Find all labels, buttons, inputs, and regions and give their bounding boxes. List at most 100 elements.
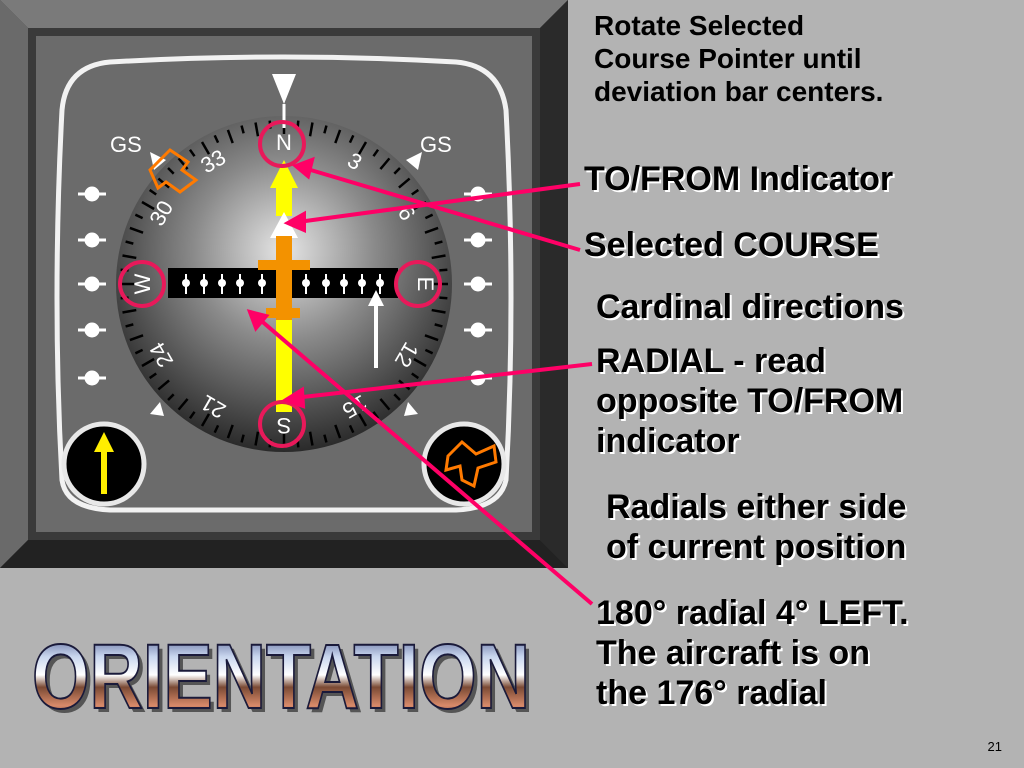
note-conclusion: 180° radial 4° LEFT. The aircraft is on … [596, 594, 909, 713]
highlight-ring-w [118, 260, 166, 308]
compass-tick [213, 424, 220, 434]
highlight-ring-e [394, 260, 442, 308]
compass-tick [379, 398, 391, 411]
compass-tick [372, 411, 380, 420]
compass-tick [379, 157, 391, 170]
gs-marker-right [406, 152, 422, 170]
wordart-text: ORIENTATION [32, 626, 530, 728]
compass-tick [323, 434, 328, 443]
compass-tick [398, 177, 411, 189]
compass-tick [226, 424, 234, 439]
course-pointer-head [270, 160, 298, 188]
note-conclusion-line-2: The aircraft is on [596, 633, 870, 672]
compass-tick [254, 122, 260, 137]
compass-tick [323, 125, 328, 134]
compass-tick [129, 334, 144, 342]
compass-tick [167, 393, 175, 401]
bezel-bevel-bottom [0, 540, 568, 568]
note-conclusion-line-1: 180° radial 4° LEFT. [596, 594, 909, 632]
compass-tick [226, 129, 234, 144]
note-cardinal: Cardinal directions [596, 288, 904, 326]
deviation-bar [276, 236, 292, 320]
highlight-ring-n [258, 120, 306, 168]
compass-label: N [276, 130, 292, 155]
wordart-shadow: ORIENTATION [36, 630, 534, 728]
compass-tick [200, 141, 211, 155]
note-radial-line-1: RADIAL - read [596, 342, 826, 380]
orientation-wordart: ORIENTATION ORIENTATION [31, 625, 534, 728]
callout-to-from [297, 182, 581, 224]
deviation-bar-cross-bottom [266, 308, 300, 318]
course-arrow-icon-head [94, 432, 114, 452]
bezel-bevel-right [540, 0, 568, 568]
compass-tick [434, 240, 443, 245]
compass-tick [125, 323, 134, 328]
compass-tick [424, 348, 434, 355]
heading-knob-right[interactable] [421, 421, 507, 507]
compass-tick [125, 240, 134, 245]
callout-course [303, 166, 581, 252]
compass-tick [424, 226, 439, 234]
note-radials-side-line-2: of current position [606, 527, 907, 566]
gs-label-left: GS [110, 132, 142, 157]
course-index-triangle [272, 74, 296, 104]
note-rotate: Rotate Selected Course Pointer until dev… [594, 10, 883, 108]
compass-tick [188, 148, 196, 157]
note-radials-side: Radials either side of current position [606, 488, 906, 568]
compass-tick [177, 398, 189, 411]
compass-tick [141, 200, 155, 211]
compass-tick [411, 372, 420, 380]
compass-label: E [413, 277, 438, 292]
compass-tick [141, 357, 155, 368]
gs-label-right: GS [420, 132, 452, 157]
compass-tick [129, 226, 144, 234]
compass-tick [357, 413, 368, 427]
bezel-bevel-top [0, 0, 568, 28]
compass-tick [424, 334, 439, 342]
deviation-bar-cross-top [258, 260, 310, 270]
course-pointer-shaft-top [276, 186, 292, 216]
compass-tick [431, 308, 446, 314]
compass-tick [134, 348, 144, 355]
compass-tick [122, 254, 137, 260]
compass-tick [413, 357, 427, 368]
compass-tick [157, 379, 170, 391]
compass-tick [148, 372, 157, 380]
compass-tick [334, 129, 342, 144]
note-radial: RADIAL - read opposite TO/FROM indicator [596, 342, 903, 461]
compass-tick [167, 167, 175, 175]
compass-tick [308, 431, 314, 446]
compass-tick [148, 188, 157, 196]
note-conclusion-line-3: the 176° radial [596, 673, 827, 712]
to-from-indicator [270, 212, 298, 238]
callout-conclusion [256, 316, 594, 606]
bezel-bevel-left [0, 0, 28, 568]
compass-tick [439, 296, 448, 300]
compass-tick [424, 213, 434, 220]
compass-tick [393, 167, 401, 175]
compass-tick [240, 434, 245, 443]
compass-tick [431, 254, 446, 260]
compass-tick [254, 431, 260, 446]
compass-tick [334, 424, 342, 439]
compass-tick [411, 188, 420, 196]
compass-label: S [277, 413, 292, 438]
note-to-from: TO/FROM Indicator [584, 160, 894, 198]
lubber-mark-br [404, 402, 418, 416]
heading-bug-head [368, 290, 384, 306]
note-rotate-line-3: deviation bar centers. [594, 75, 884, 107]
heading-bug-icon [148, 148, 199, 194]
compass-tick [240, 125, 245, 134]
instrument-face-outline [54, 54, 514, 513]
compass-tick [177, 157, 189, 170]
note-rotate-line-2: Course Pointer until [594, 42, 862, 74]
slide-number: 21 [987, 739, 1002, 754]
compass-label: W [130, 273, 155, 294]
compass-tick [348, 424, 355, 434]
highlight-ring-s [258, 400, 306, 448]
aircraft-icon [444, 439, 498, 489]
callout-arrows [246, 156, 594, 606]
note-course: Selected COURSE [584, 226, 879, 264]
compass-tick [134, 213, 144, 220]
